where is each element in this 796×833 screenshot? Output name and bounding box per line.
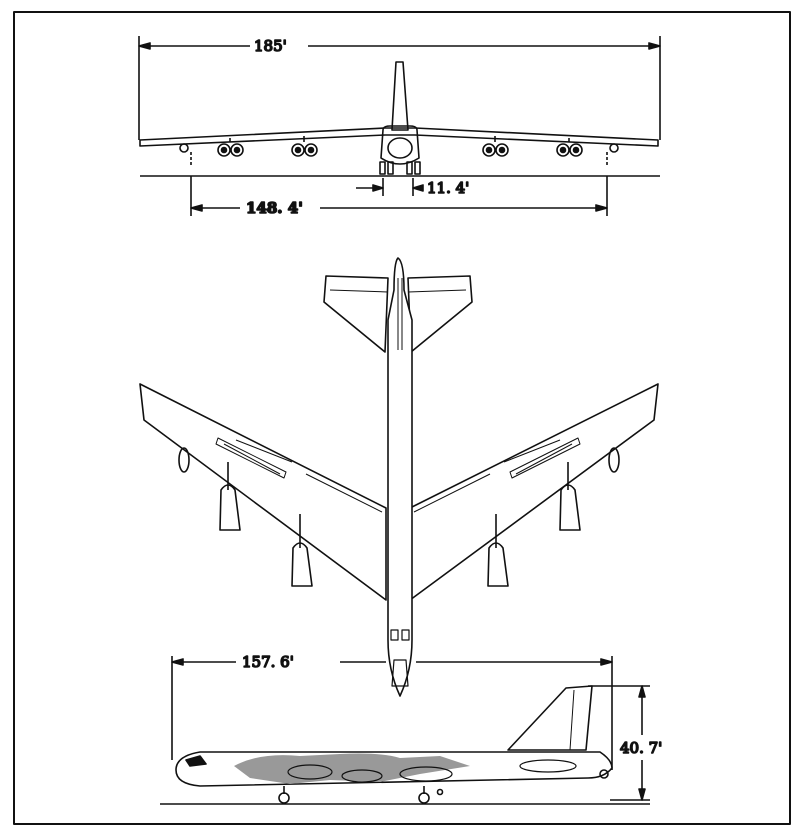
side-vertical-tail	[507, 685, 593, 751]
front-outriggers	[179, 143, 619, 166]
page-border	[13, 11, 791, 825]
right-external-tank	[608, 447, 620, 473]
side-landing-gear	[278, 769, 609, 804]
front-vertical-tail	[391, 61, 409, 131]
left-external-tank	[178, 447, 190, 473]
length-dimension-line	[171, 656, 613, 770]
top-right-wing	[409, 383, 659, 601]
front-engine-pods	[217, 136, 583, 157]
wingspan-label: 185'	[254, 37, 287, 55]
front-fuselage	[380, 125, 420, 165]
top-left-wing	[139, 383, 387, 601]
top-view	[139, 257, 659, 697]
nose-detail	[391, 659, 409, 687]
front-wing	[139, 127, 659, 147]
height-dimension-line	[588, 685, 650, 801]
side-cockpit-window	[185, 755, 207, 767]
outrigger-track-dimension-line	[190, 176, 608, 216]
length-label: 157. 6'	[242, 653, 294, 671]
top-fuselage	[387, 257, 413, 697]
top-engine-pods	[219, 462, 581, 587]
main-gear-track-dimension-line	[356, 178, 424, 196]
wing-spoilers	[215, 437, 581, 513]
main-gear-track-label: 11. 4'	[427, 179, 469, 197]
front-view: 185' 148. 4' 11. 4'	[138, 36, 661, 218]
height-label: 40. 7'	[620, 739, 662, 757]
front-main-gear	[379, 161, 421, 175]
side-view: 157. 6' 40. 7'	[160, 652, 663, 805]
wingspan-dimension-line	[138, 36, 661, 140]
cockpit-window-left	[390, 629, 399, 641]
cockpit-window-right	[401, 629, 410, 641]
front-nose	[387, 137, 413, 159]
stabilizer-outline	[519, 759, 577, 773]
outrigger-track-label: 148. 4'	[246, 199, 303, 217]
